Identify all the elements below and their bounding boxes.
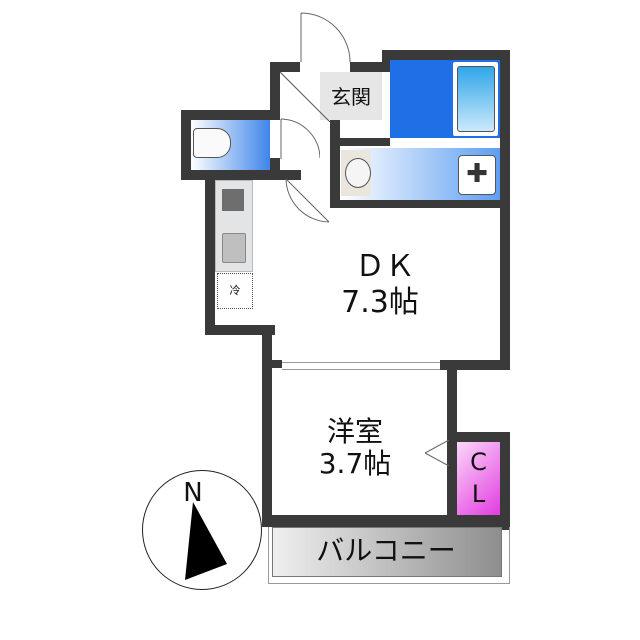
kitchen-counter — [215, 180, 253, 272]
wall — [181, 110, 280, 120]
wall — [270, 62, 300, 72]
balcony-label: バルコニー — [316, 534, 456, 567]
wall — [382, 50, 390, 72]
western-size: 3.7帖 — [318, 447, 392, 480]
wall — [270, 158, 280, 180]
wall — [330, 138, 390, 146]
sink — [341, 150, 371, 196]
wall — [330, 120, 340, 208]
north-arrow-icon — [185, 502, 227, 580]
wall — [205, 325, 275, 335]
entrance-floor — [320, 72, 382, 120]
entrance-diagonal — [280, 72, 331, 122]
wall — [262, 325, 272, 525]
stove — [222, 189, 244, 211]
balcony-rail — [268, 527, 510, 584]
closet-label-c: C — [470, 448, 487, 476]
front-door[interactable] — [300, 12, 352, 64]
wall — [181, 110, 191, 180]
wall — [330, 198, 510, 208]
wall — [205, 170, 215, 335]
wall — [270, 62, 280, 118]
balcony — [272, 527, 502, 577]
kitchen-sink — [222, 233, 246, 263]
wall — [447, 432, 510, 442]
closet-label-l: L — [471, 480, 486, 508]
closet — [457, 442, 500, 515]
bath-door[interactable] — [392, 138, 440, 144]
compass — [142, 470, 262, 590]
toilet — [193, 128, 231, 158]
compass-north-label: N — [183, 478, 203, 508]
wall — [382, 50, 510, 60]
wall — [181, 170, 301, 180]
bathtub-basin — [457, 66, 495, 132]
sliding-door[interactable] — [282, 362, 440, 370]
western-name: 洋室 — [326, 415, 383, 448]
toilet-door[interactable] — [280, 118, 320, 160]
wall — [500, 432, 510, 530]
wall — [440, 360, 510, 370]
dk-name: ＤＫ — [355, 249, 415, 284]
wall — [500, 50, 510, 368]
closet-door-marker — [425, 440, 450, 466]
wall — [262, 515, 510, 527]
wall — [350, 62, 385, 72]
dk-size: 7.3帖 — [341, 285, 419, 320]
washing-machine-drain: ✚ — [458, 155, 496, 195]
sink-bowl — [345, 158, 371, 188]
fridge-label: 冷 — [229, 284, 241, 297]
entrance-label: 玄関 — [331, 85, 371, 109]
fridge-space: 冷 — [217, 273, 253, 309]
wall — [262, 360, 282, 368]
bathtub — [453, 62, 498, 136]
hall-door[interactable] — [285, 178, 330, 223]
